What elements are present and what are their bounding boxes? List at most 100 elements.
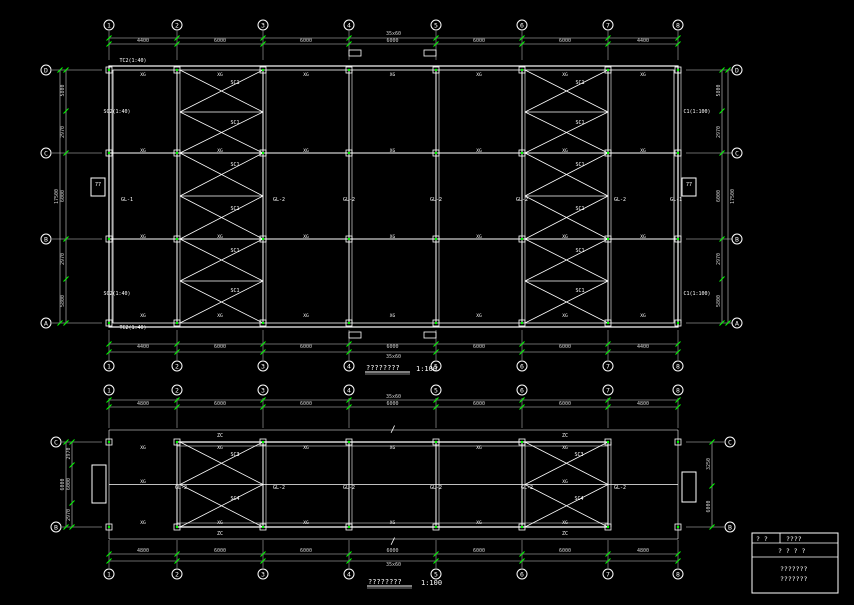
p2-grid-bubble-left-C-circle (50, 436, 62, 448)
p1-tie-label-0-1: XG (217, 72, 223, 78)
p2-dim-left-tick-3 (69, 524, 75, 530)
p1-note-right-bottom: C1(1:100) (683, 291, 710, 297)
p2-frame-label-3: GL-2 (614, 485, 626, 491)
p1-grid-bubble-bottom-4-label: 4 (347, 363, 351, 371)
p1-dim-right-tick-0 (719, 67, 725, 73)
p2-beam-label-top-220: ZC (217, 433, 223, 439)
p1-dim-right-span-4: 5800 (716, 295, 722, 307)
p2-column-7B (604, 523, 612, 531)
p2-grid-bubble-left-C-label: C (54, 439, 58, 447)
p1-grid-bubble-bottom-8-circle (672, 360, 684, 372)
p1-grid-bubble-bottom-5-label: 5 (434, 363, 438, 371)
p2-column-4B (345, 523, 353, 531)
p1-tie-label-2-2: XG (303, 234, 309, 240)
title-block-label-2: ? ? ? ? (778, 547, 805, 555)
p1-brace-1-4-b (524, 238, 609, 282)
p1-grid-bubble-left-A-label: A (44, 320, 48, 328)
p2-beam-label-top-565: ZC (562, 433, 568, 439)
p2-grid-bubble-top-8-label: 8 (676, 387, 680, 395)
p1-node-5C (434, 151, 438, 155)
p1-window-label-top: TC2(1:40) (119, 58, 146, 64)
p1-tie-label-3-0: XG (140, 313, 146, 319)
p1-brace-label-right-3: SC1 (575, 206, 584, 212)
p1-brace-label-right-4: SC1 (575, 248, 584, 254)
p1-grid-bubble-top-4-circle (343, 19, 355, 31)
p1-column-5B (432, 235, 440, 243)
p2-grid-bubble-top-2-label: 2 (175, 387, 179, 395)
p1-tie-label-3-1: XG (217, 313, 223, 319)
p1-dim-right-total-tick-1 (725, 320, 731, 326)
p1-grid-bubble-top-7-circle (602, 19, 614, 31)
p1-column-2A (173, 319, 181, 327)
plan-2-scale: 1:100 (421, 579, 442, 587)
p1-column-4D (345, 66, 353, 74)
p1-node-1A (107, 321, 111, 325)
p1-dim-top-tick-0 (106, 41, 112, 47)
p1-node-5B (434, 237, 438, 241)
p1-frame-label-2: GL-2 (430, 197, 442, 203)
p2-tie-label-0-2: XG (303, 445, 309, 451)
p1-brace-1-5-b (524, 280, 609, 324)
p2-dim-bottom-span-5: 6000 (559, 548, 571, 554)
p1-grid-bubble-right-D-circle (731, 64, 743, 76)
p2-node-3B (261, 525, 265, 529)
p1-brace-label-left-1: SC1 (230, 120, 239, 126)
p1-node-5D (434, 68, 438, 72)
p2-dim-top-total-text: 35x60 (386, 394, 401, 400)
p1-dim-bottom-total-tick-6 (605, 349, 611, 355)
p1-dim-right-tick-3 (719, 236, 725, 242)
p2-column-6B (518, 523, 526, 531)
p1-node-2B (175, 237, 179, 241)
p2-dim-right-tick-0 (709, 439, 715, 445)
p1-tie-label-0-6: XG (640, 72, 646, 78)
p1-dim-left-tick-5 (63, 320, 69, 326)
p2-dim-right-tick-1 (709, 483, 715, 489)
p2-brace-1-1-b (524, 484, 609, 528)
p1-dim-top-tick-4 (433, 41, 439, 47)
p1-grid-bubble-top-6-circle (516, 19, 528, 31)
p1-tie-label-0-5: XG (562, 72, 568, 78)
p2-column-6C (518, 438, 526, 446)
p2-grid-bubble-bottom-5-circle (430, 568, 442, 580)
p2-column-7C (604, 438, 612, 446)
p1-column-1C (105, 149, 113, 157)
p2-frame-label-1: GL-2 (343, 485, 355, 491)
p1-node-3B (261, 237, 265, 241)
p1-grid-bubble-right-C-circle (731, 147, 743, 159)
p1-brace-label-left-5: SC1 (230, 288, 239, 294)
p1-column-4B (345, 235, 353, 243)
p1-tie-label-1-5: XG (562, 148, 568, 154)
p1-tie-label-0-3: XG (390, 72, 396, 78)
p2-grid-bubble-left-B-label: B (54, 524, 58, 532)
p2-column-1C (105, 438, 113, 446)
p2-dim-top-span-2: 6000 (300, 401, 312, 407)
p2-grid-bubble-bottom-5-label: 5 (434, 571, 438, 579)
p1-grid-bubble-right-D-label: D (735, 67, 739, 75)
p2-node-1B (107, 525, 111, 529)
p1-node-3D (261, 68, 265, 72)
p1-grid-bubble-right-A-circle (731, 317, 743, 329)
p2-dim-right-span-1: 6000 (706, 500, 712, 512)
p2-dim-top-tick-2 (260, 404, 266, 410)
p2-grid-bubble-bottom-6-circle (516, 568, 528, 580)
p2-tie-label-0-1: XG (217, 445, 223, 451)
p1-dim-top-span-1: 6000 (214, 38, 226, 44)
p1-tie-label-3-4: XG (476, 313, 482, 319)
p1-dim-bottom-span-6: 4400 (637, 344, 649, 350)
p2-dim-bottom-span-0: 4800 (137, 548, 149, 554)
p1-dim-top-total-tick-6 (605, 35, 611, 41)
p2-column-2B (173, 523, 181, 531)
p2-column-8B (674, 523, 682, 531)
p2-door-right (681, 471, 697, 503)
p2-tie-label-2-5: XG (562, 520, 568, 526)
p2-tie-label-2-3: XG (390, 520, 396, 526)
p2-dim-top-span-0: 4800 (137, 401, 149, 407)
p2-node-5B (434, 525, 438, 529)
p2-tie-label-2-1: XG (217, 520, 223, 526)
p2-beam-label-bottom-565: ZC (562, 531, 568, 537)
p1-node-3C (261, 151, 265, 155)
plan-2-column-nodes (63, 397, 715, 564)
p1-column-8B (674, 235, 682, 243)
